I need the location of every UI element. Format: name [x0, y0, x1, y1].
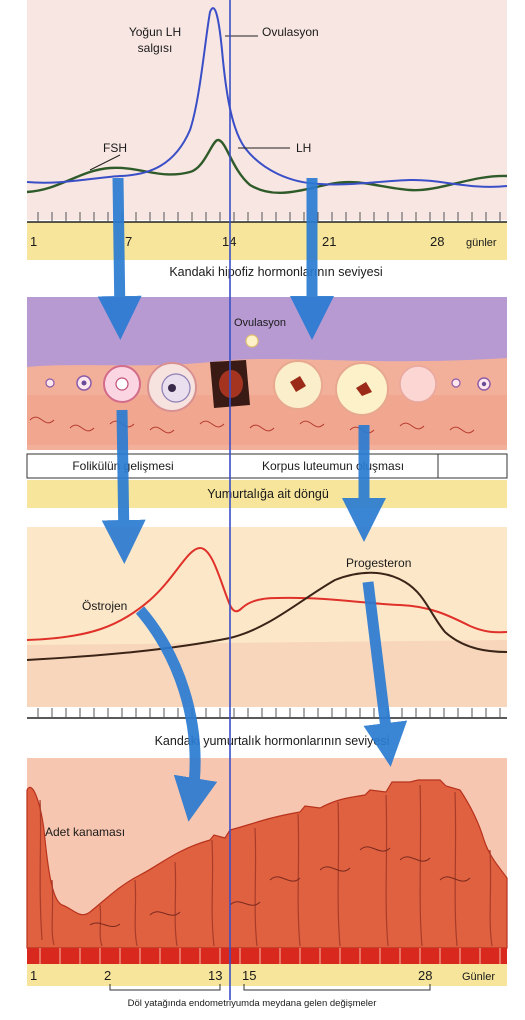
caption-pituitary: Kandaki hipofiz hormonlarının seviyesi	[169, 265, 382, 279]
axis-tick-21: 21	[322, 234, 336, 249]
label-ovulation-top: Ovulasyon	[262, 25, 319, 39]
label-progesterone: Progesteron	[346, 556, 411, 570]
axis-tick-bottom-15: 15	[242, 968, 256, 983]
label-ovulation-ovary: Ovulasyon	[234, 317, 286, 329]
panel-ovarian-hormones: Östrojen Progesteron Kandaki yumurtalık …	[27, 527, 507, 748]
corpus-albicans	[400, 366, 436, 402]
released-ovum	[246, 335, 258, 347]
label-estrogen: Östrojen	[82, 599, 127, 613]
axis-ticks-mid	[38, 708, 500, 718]
label-menses: Adet kanaması	[45, 825, 125, 839]
panel-endometrium: Adet kanaması 1 2 13 15 28 Günler Döl ya…	[27, 758, 507, 1009]
axis-tick-bottom-28: 28	[418, 968, 432, 983]
arrow-follicle-to-estrogen	[122, 410, 124, 542]
axis-tick-28: 28	[430, 234, 444, 249]
label-lh: LH	[296, 141, 311, 155]
label-fsh: FSH	[103, 141, 127, 155]
panel-pituitary-hormones: Yoğun LH salgısı Ovulasyon FSH LH 1 7 14…	[27, 0, 507, 279]
axis-tick-bottom-1: 1	[30, 968, 37, 983]
axis-tick-1: 1	[30, 234, 37, 249]
label-corpus-luteum: Korpus luteumun oluşması	[262, 459, 404, 473]
axis-tick-bottom-13: 13	[208, 968, 222, 983]
caption-ovarian: Yumurtalığa ait döngü	[207, 487, 329, 501]
label-lh-surge-1: Yoğun LH	[129, 25, 181, 39]
axis-tick-bottom-2: 2	[104, 968, 111, 983]
label-lh-surge-2: salgısı	[138, 41, 173, 55]
axis-tick-7: 7	[125, 234, 132, 249]
panel-ovarian-cycle: Folikülün gelişmesi Korpus luteumun oluş…	[27, 297, 507, 508]
axis-unit-bottom: Günler	[462, 971, 495, 983]
arrow-fsh-to-follicle	[118, 178, 120, 318]
axis-unit-top: günler	[466, 237, 497, 249]
caption-endometrium: Döl yatağında endometriyumda meydana gel…	[128, 998, 377, 1009]
